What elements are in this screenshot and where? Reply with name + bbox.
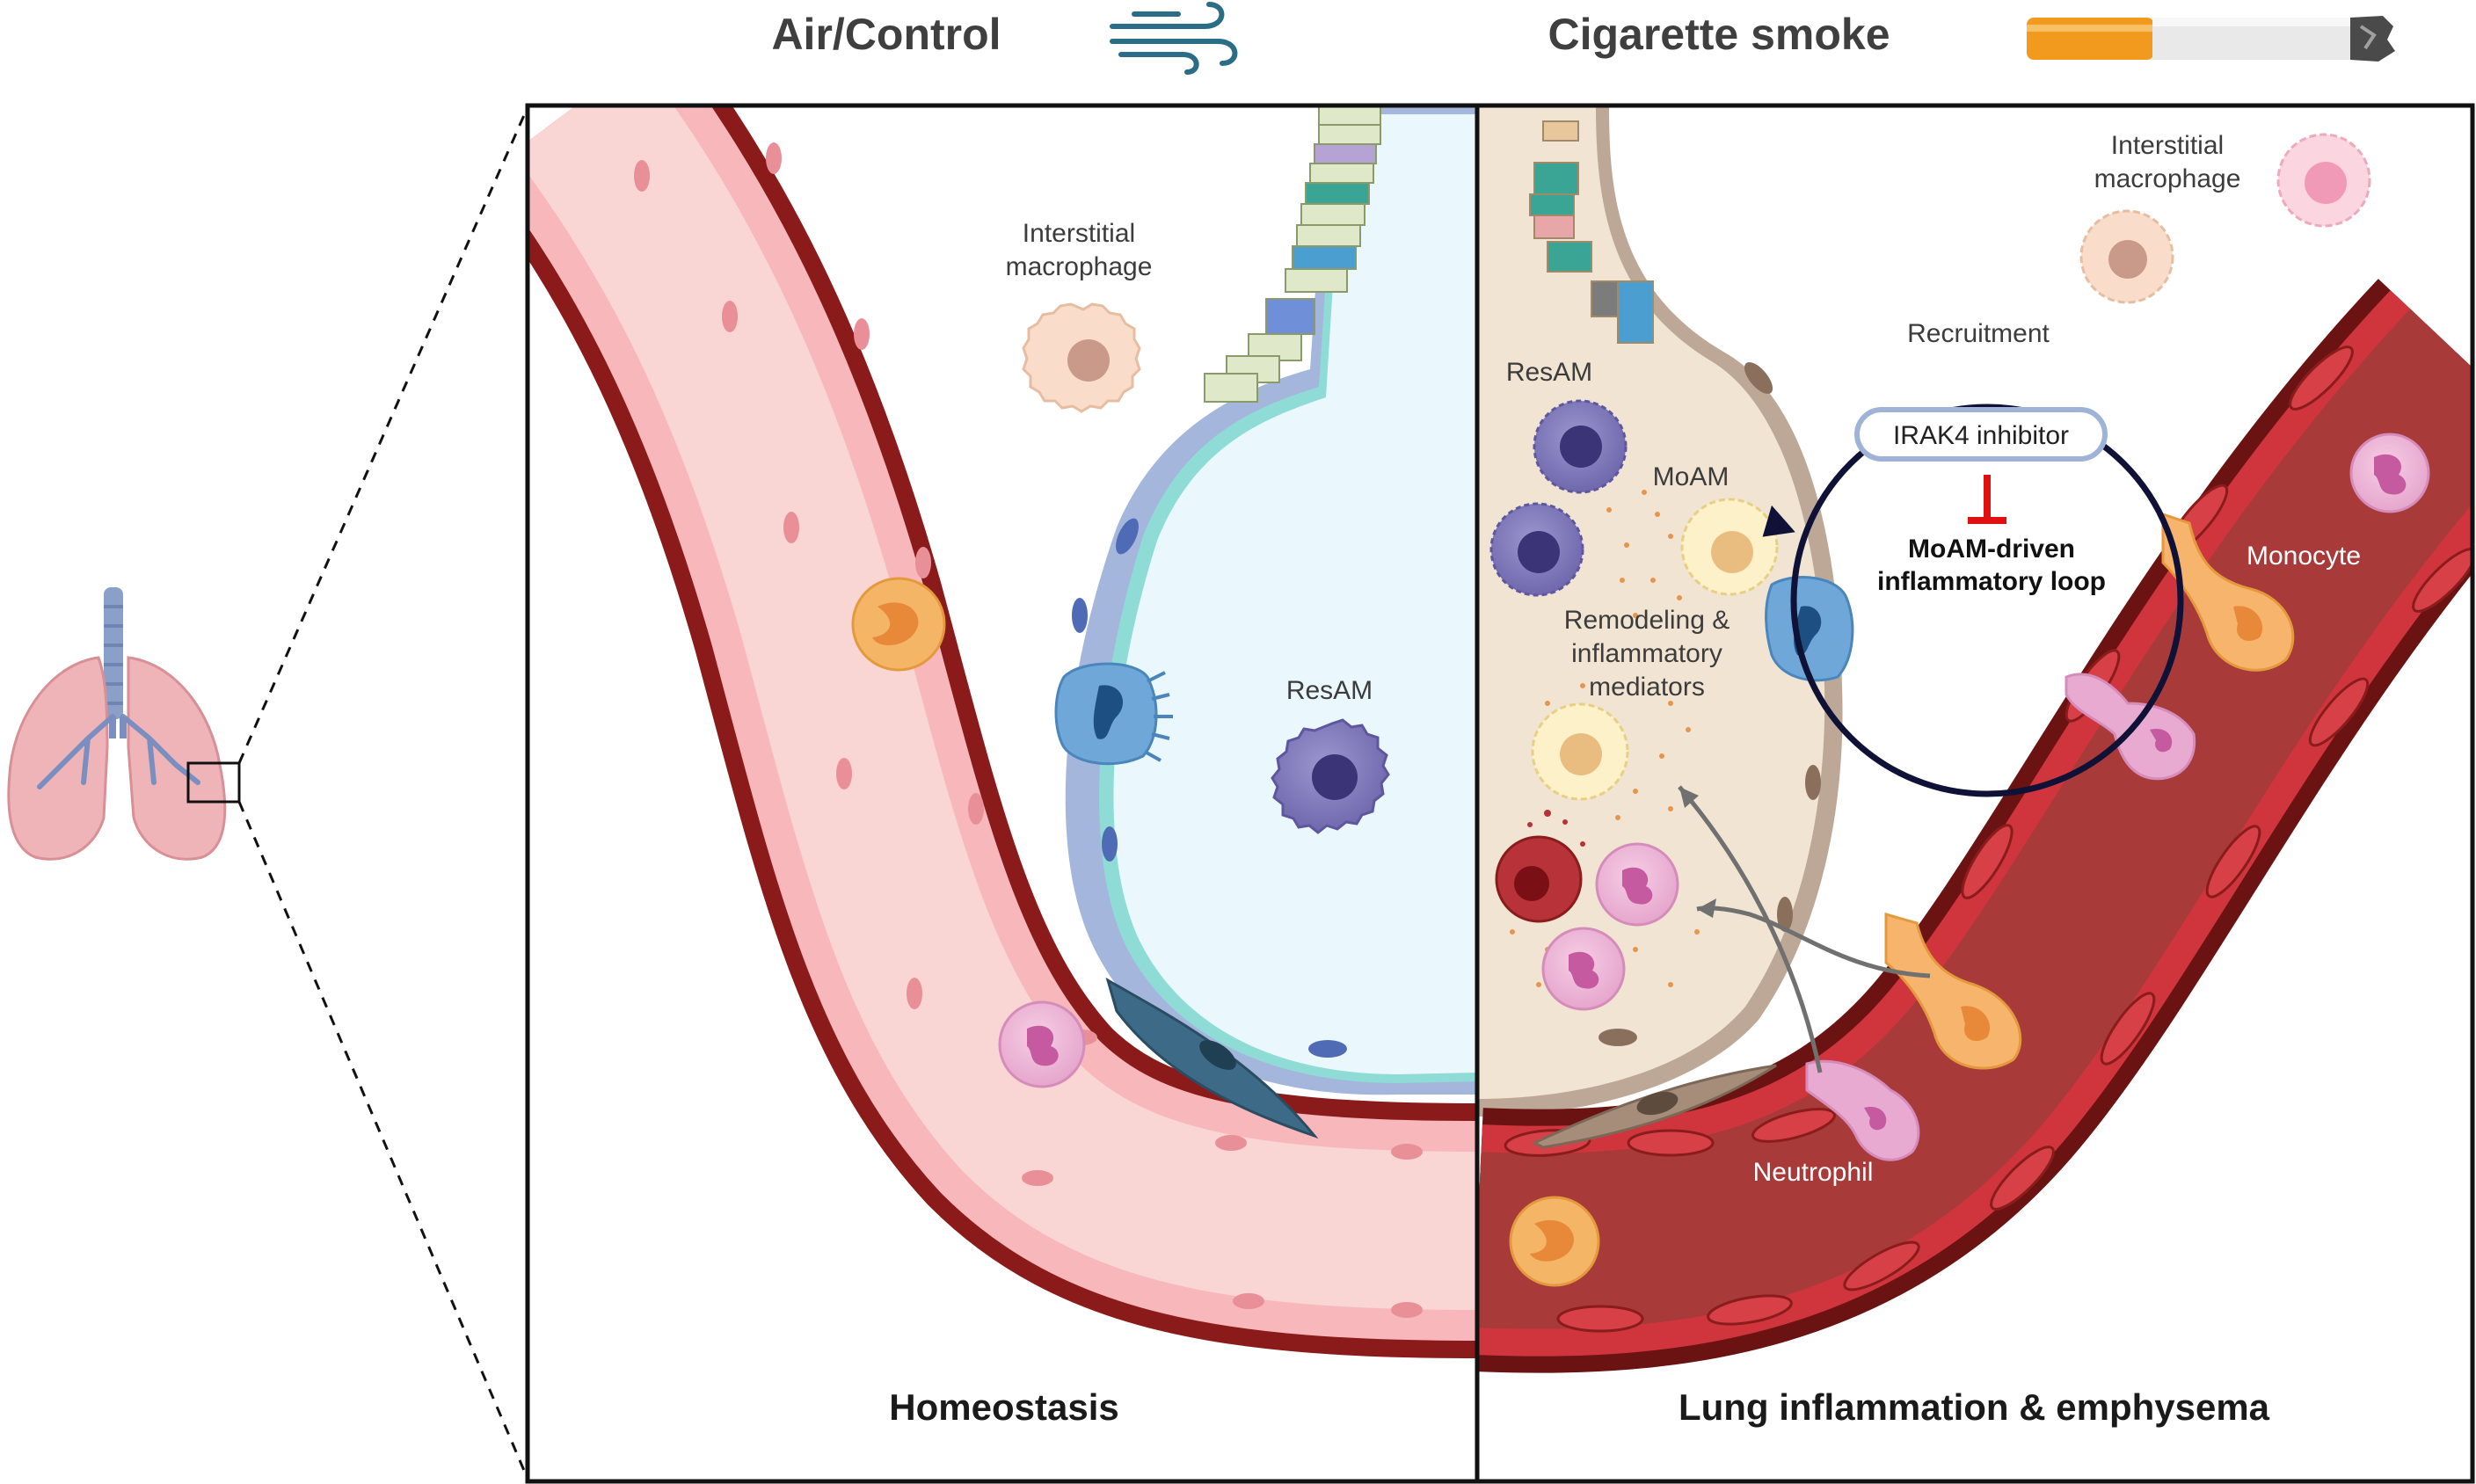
panel-frame xyxy=(525,103,2475,1484)
interstitial-macrophage-right xyxy=(2079,209,2174,304)
at1-nuclei-left xyxy=(1072,518,1347,1058)
label-interstitial-macrophage-right-2: macrophage xyxy=(2094,164,2241,193)
label-loop-2: inflammatory loop xyxy=(1877,567,2106,596)
label-monocyte: Monocyte xyxy=(2247,542,2361,571)
right-header-title: Cigarette smoke xyxy=(1548,10,1890,59)
neutrophil-tissue-1 xyxy=(1595,842,1679,927)
at2-cell-right xyxy=(1765,576,1854,682)
resam-cell-left xyxy=(1271,718,1390,834)
lung-icon xyxy=(7,587,227,861)
moam-cell-1 xyxy=(1680,498,1779,596)
migration-arrows xyxy=(1678,785,1931,1073)
zoom-line-bottom xyxy=(237,801,529,1480)
label-moam: MoAM xyxy=(1653,462,1730,491)
left-header-title: Air/Control xyxy=(771,10,1001,59)
wind-icon xyxy=(1110,2,1238,75)
vessel-lumen-healthy xyxy=(528,105,1477,1310)
neutrophil-left xyxy=(998,1000,1086,1088)
irak4-inhibitor-pill xyxy=(1854,407,2108,462)
resam-cell-right-2 xyxy=(1489,502,1584,597)
at1-nuclei-right xyxy=(1598,361,1821,1046)
inhibition-icon xyxy=(1968,475,2006,524)
neutrophil-migrating-bottom xyxy=(1805,1059,1920,1161)
label-mediators-3: mediators xyxy=(1589,673,1705,702)
cigarette-icon xyxy=(2027,16,2395,62)
label-resam-left: ResAM xyxy=(1286,676,1373,705)
right-panel: ResAM MoAM xyxy=(1477,105,2474,1481)
label-irak4-inhibitor: IRAK4 inhibitor xyxy=(1893,421,2069,450)
label-recruitment: Recruitment xyxy=(1907,319,2050,348)
left-panel: Interstitial macrophage ResAM Homeostasi… xyxy=(528,105,1477,1481)
label-resam-right: ResAM xyxy=(1506,358,1592,387)
airway-epithelium-right xyxy=(1529,120,1654,344)
label-mediators-1: Remodeling & xyxy=(1564,606,1730,635)
airway-epithelium xyxy=(1204,105,1381,403)
resam-cell-right-1 xyxy=(1533,399,1628,494)
moam-cell-2 xyxy=(1531,702,1629,801)
label-loop-1: MoAM-driven xyxy=(1908,535,2075,564)
label-interstitial-macrophage-right-1: Interstitial xyxy=(2111,131,2224,160)
footer-lung-inflammation: Lung inflammation & emphysema xyxy=(1679,1386,2270,1428)
neutrophil-vessel-top xyxy=(2349,433,2430,513)
monocyte-left xyxy=(851,577,946,672)
neutrophil-tissue-2 xyxy=(1541,927,1626,1011)
label-interstitial-macrophage-left-2: macrophage xyxy=(1006,252,1153,281)
zoom-line-top xyxy=(237,106,529,764)
interstitial-macrophage-right-pink xyxy=(2276,133,2371,228)
necrotic-cell xyxy=(1495,810,1585,923)
zoom-box xyxy=(186,761,241,804)
monocyte-migrating-top xyxy=(2161,512,2295,672)
monocyte-migrating-bottom xyxy=(1884,913,2022,1070)
loop-arrowhead xyxy=(1762,505,1795,537)
endothelial-nuclei-left xyxy=(634,142,1423,1318)
interstitial-macrophage-left xyxy=(1022,302,1141,413)
label-neutrophil: Neutrophil xyxy=(1753,1158,1874,1187)
at2-cell-left xyxy=(1054,662,1173,766)
footer-homeostasis: Homeostasis xyxy=(889,1386,1118,1428)
alveolar-space xyxy=(1113,114,1477,1074)
monocyte-in-vessel-right xyxy=(1509,1196,1600,1287)
label-mediators-2: inflammatory xyxy=(1571,639,1722,668)
label-interstitial-macrophage-left-1: Interstitial xyxy=(1023,219,1135,248)
